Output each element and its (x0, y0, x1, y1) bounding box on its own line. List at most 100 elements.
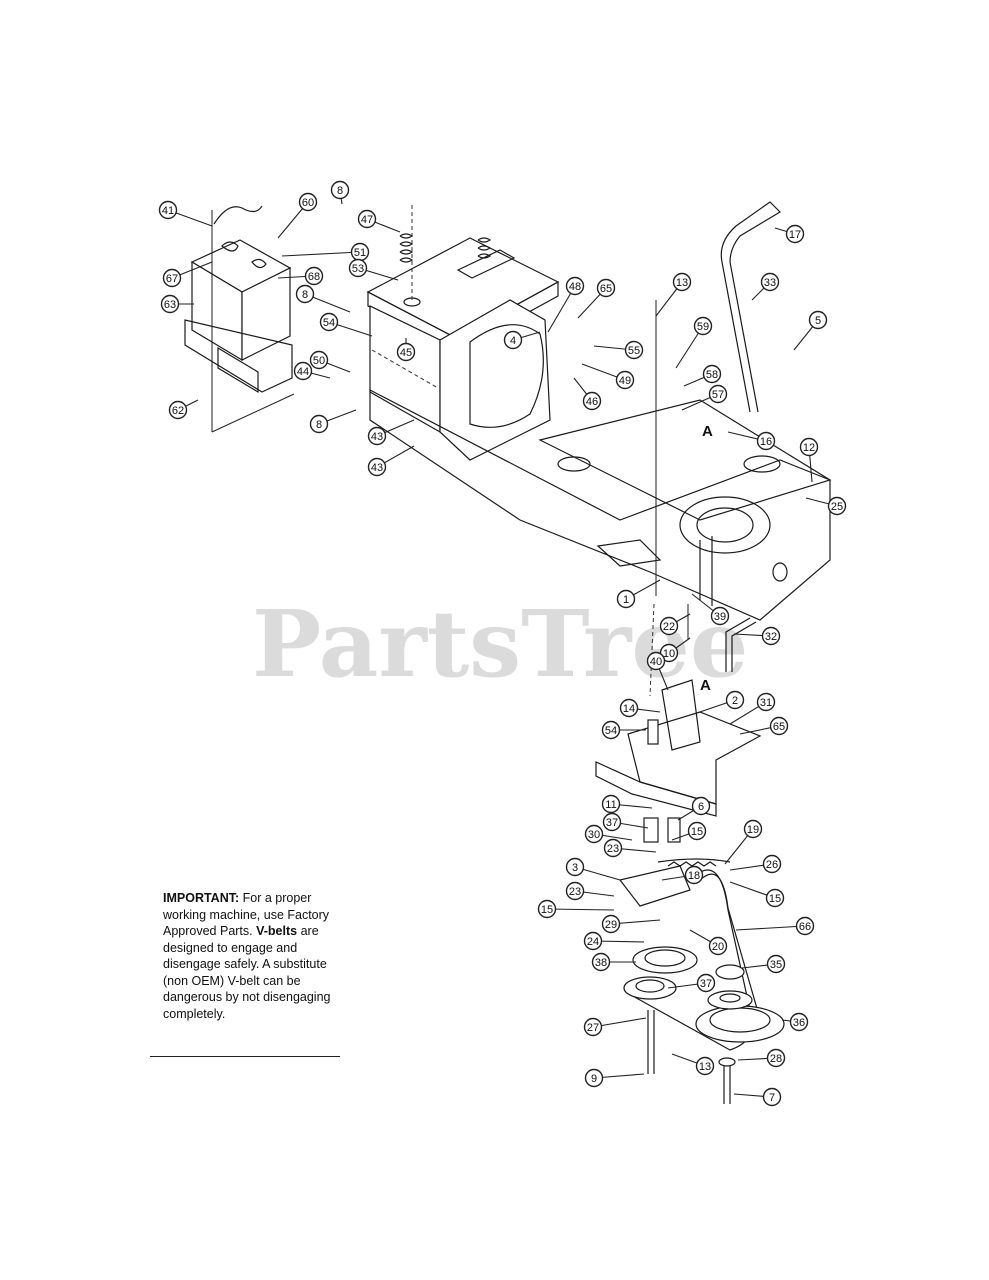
callout-43: 43 (367, 426, 387, 446)
callout-balloon (537, 899, 557, 919)
callout-number: 57 (712, 389, 724, 401)
callout-number: 29 (605, 919, 617, 931)
callout-balloon (756, 431, 776, 451)
callout-number: 35 (770, 959, 782, 971)
callout-41: 41 (158, 200, 178, 220)
callout-balloon (659, 616, 679, 636)
callout-balloon (565, 276, 585, 296)
callout-7: 7 (762, 1087, 782, 1107)
callout-number: 54 (323, 317, 335, 329)
callout-28: 28 (766, 1048, 786, 1068)
callout-balloon (708, 384, 728, 404)
callout-balloon (766, 954, 786, 974)
callout-balloon (298, 192, 318, 212)
callout-58: 58 (702, 364, 722, 384)
callout-number: 55 (628, 345, 640, 357)
fuel-tank (369, 299, 551, 461)
callout-balloon (756, 692, 776, 712)
callout-12: 12 (799, 437, 819, 457)
callout-number: 17 (789, 229, 801, 241)
callout-balloon (602, 812, 622, 832)
note-text-2: are designed to engage and disengage saf… (163, 924, 331, 1021)
callout-number: 37 (606, 817, 618, 829)
callout-number: 32 (765, 631, 777, 643)
callout-balloon (304, 266, 324, 286)
callout-36: 36 (789, 1012, 809, 1032)
callout-balloon (624, 340, 644, 360)
lift-handle (649, 201, 781, 697)
callout-balloon (396, 342, 416, 362)
callout-62: 62 (168, 400, 188, 420)
note-vbelts: V-belts (256, 924, 298, 938)
callout-number: 8 (337, 185, 343, 197)
callout-number: 22 (663, 621, 675, 633)
callout-37: 37 (696, 973, 716, 993)
callout-55: 55 (624, 340, 644, 360)
callout-number: 14 (623, 703, 635, 715)
callout-balloon (687, 821, 707, 841)
callout-balloon (684, 865, 704, 885)
callout-number: 33 (764, 277, 776, 289)
callout-number: 49 (619, 375, 631, 387)
callout-balloon (616, 589, 636, 609)
callout-number: 62 (172, 405, 184, 417)
callout-number: 68 (308, 271, 320, 283)
callout-15: 15 (765, 888, 785, 908)
leader-line-66 (735, 925, 806, 931)
view-letter-a-bottom: A (700, 677, 711, 694)
callout-5: 5 (808, 310, 828, 330)
callout-number: 28 (770, 1053, 782, 1065)
callout-balloon (367, 457, 387, 477)
callout-8: 8 (295, 284, 315, 304)
callout-54: 54 (601, 720, 621, 740)
callout-29: 29 (601, 914, 621, 934)
callout-17: 17 (785, 224, 805, 244)
callout-balloon (162, 268, 182, 288)
callout-number: 37 (700, 978, 712, 990)
callout-19: 19 (743, 819, 763, 839)
callout-balloon (293, 361, 313, 381)
callout-number: 31 (760, 697, 772, 709)
callout-number: 11 (605, 799, 616, 811)
callout-32: 32 (761, 626, 781, 646)
callout-54: 54 (319, 312, 339, 332)
callout-balloon (583, 1017, 603, 1037)
callout-number: 43 (371, 462, 383, 474)
callout-number: 39 (714, 611, 726, 623)
note-divider (150, 1056, 340, 1057)
callout-47: 47 (357, 209, 377, 229)
leader-line-15 (546, 908, 615, 911)
important-note: IMPORTANT: For a proper working machine,… (163, 890, 343, 1022)
callout-16: 16 (756, 431, 776, 451)
callout-number: 58 (706, 369, 718, 381)
callout-67: 67 (162, 268, 182, 288)
callout-15: 15 (687, 821, 707, 841)
callout-31: 31 (756, 692, 776, 712)
callout-balloon (760, 272, 780, 292)
callout-balloon (743, 819, 763, 839)
callout-number: 18 (688, 870, 700, 882)
callout-number: 9 (591, 1073, 597, 1085)
callout-balloon (591, 952, 611, 972)
callout-46: 46 (582, 391, 602, 411)
callout-balloon (695, 1056, 715, 1076)
callout-number: 24 (587, 936, 599, 948)
callout-65: 65 (769, 716, 789, 736)
callout-number: 16 (760, 436, 772, 448)
callout-27: 27 (583, 1017, 603, 1037)
callout-30: 30 (584, 824, 604, 844)
callout-number: 20 (712, 941, 724, 953)
callout-balloon (827, 496, 847, 516)
callout-49: 49 (615, 370, 635, 390)
callout-53: 53 (348, 258, 368, 278)
callout-2: 2 (725, 690, 745, 710)
callout-number: 40 (650, 656, 662, 668)
callout-number: 1 (623, 594, 629, 606)
callout-balloon (503, 330, 523, 350)
callout-number: 54 (605, 725, 617, 737)
callout-4: 4 (503, 330, 523, 350)
callout-48: 48 (565, 276, 585, 296)
callout-balloon (295, 284, 315, 304)
callout-number: 12 (803, 442, 815, 454)
